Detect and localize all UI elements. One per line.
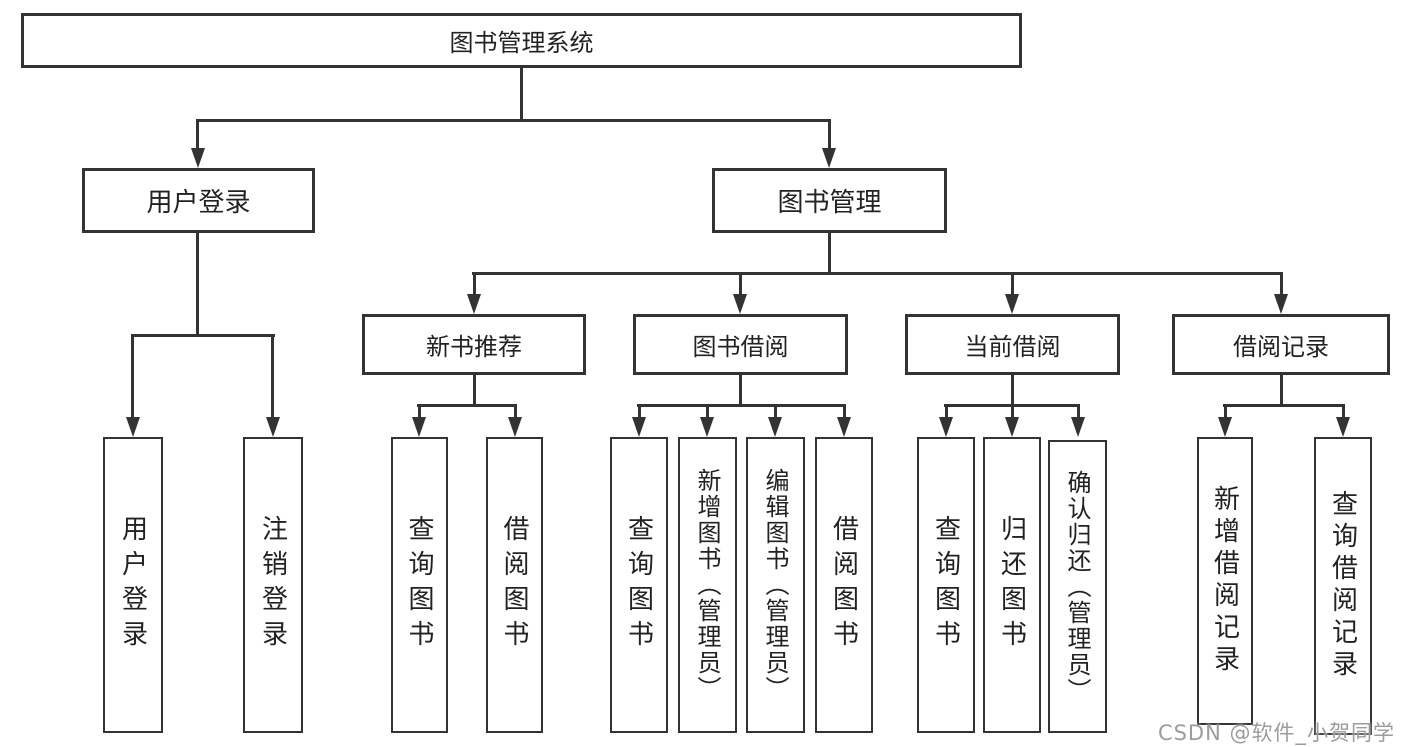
connector-line [1223,404,1345,407]
connector-line [828,233,831,274]
arrow-down-icon [1005,294,1019,314]
node-new-book-recommend: 新书推荐 [362,314,586,375]
arrow-down-icon [1005,417,1019,437]
connector-line [473,272,476,294]
leaf-user-login: 用户登录 [103,437,163,733]
leaf-edit-books-admin: 编辑图书（管理员） [746,437,805,733]
node-book-management: 图书管理 [712,168,947,233]
leaf-query-books-current: 查询图书 [917,437,975,733]
connector-line [739,272,742,294]
arrow-down-icon [1274,294,1288,314]
arrow-down-icon [266,417,280,437]
connector-line [418,404,421,418]
connector-line [271,334,274,417]
leaf-logout: 注销登录 [243,437,303,733]
leaf-borrow-books: 借阅图书 [815,437,873,733]
leaf-return-books: 归还图书 [983,437,1041,733]
connector-line [945,404,948,418]
arrow-down-icon [508,417,522,437]
node-current-borrowing: 当前借阅 [905,314,1120,375]
connector-line [1011,272,1014,294]
connector-line [1342,404,1345,418]
connector-line [638,404,641,418]
arrow-down-icon [126,417,140,437]
leaf-add-borrow-record: 新增借阅记录 [1197,437,1253,725]
arrow-down-icon [700,417,714,437]
connector-line [131,334,275,337]
arrow-down-icon [822,148,836,168]
leaf-query-borrow-record: 查询借阅记录 [1314,437,1372,735]
connector-line [828,119,831,150]
connector-line [473,375,476,406]
node-borrowing-records: 借阅记录 [1172,314,1390,375]
leaf-confirm-return-admin: 确认归还（管理员） [1048,440,1107,733]
connector-line [774,404,777,418]
csdn-watermark: CSDN @软件_小贺同学 [1157,721,1395,745]
node-user-login: 用户登录 [82,168,315,233]
connector-line [131,334,134,417]
connector-line [637,404,846,407]
arrow-down-icon [191,148,205,168]
connector-line [1280,375,1283,406]
arrow-down-icon [412,417,426,437]
connector-line [417,404,517,407]
connector-line [196,119,199,150]
connector-line [520,68,523,121]
arrow-down-icon [768,417,782,437]
connector-line [472,272,1282,275]
node-book-borrowing: 图书借阅 [633,314,848,375]
node-library-management-system: 图书管理系统 [21,13,1022,68]
arrow-down-icon [1336,417,1350,437]
leaf-query-books-recommend: 查询图书 [391,437,448,733]
arrow-down-icon [939,417,953,437]
arrow-down-icon [1218,417,1232,437]
connector-line [739,375,742,406]
arrow-down-icon [733,294,747,314]
connector-line [196,233,199,336]
connector-line [1077,404,1080,418]
leaf-query-books-borrow: 查询图书 [610,437,668,733]
connector-line [514,404,517,418]
connector-line [1011,404,1014,418]
connector-line [843,404,846,418]
connector-line [1224,404,1227,418]
connector-line [1011,375,1014,406]
arrow-down-icon [837,417,851,437]
arrow-down-icon [632,417,646,437]
leaf-borrow-books-recommend: 借阅图书 [486,437,543,733]
connector-line [706,404,709,418]
connector-line [1280,272,1283,294]
leaf-add-books-admin: 新增图书（管理员） [678,437,737,733]
arrow-down-icon [467,294,481,314]
connector-line [196,119,831,122]
arrow-down-icon [1071,417,1085,437]
